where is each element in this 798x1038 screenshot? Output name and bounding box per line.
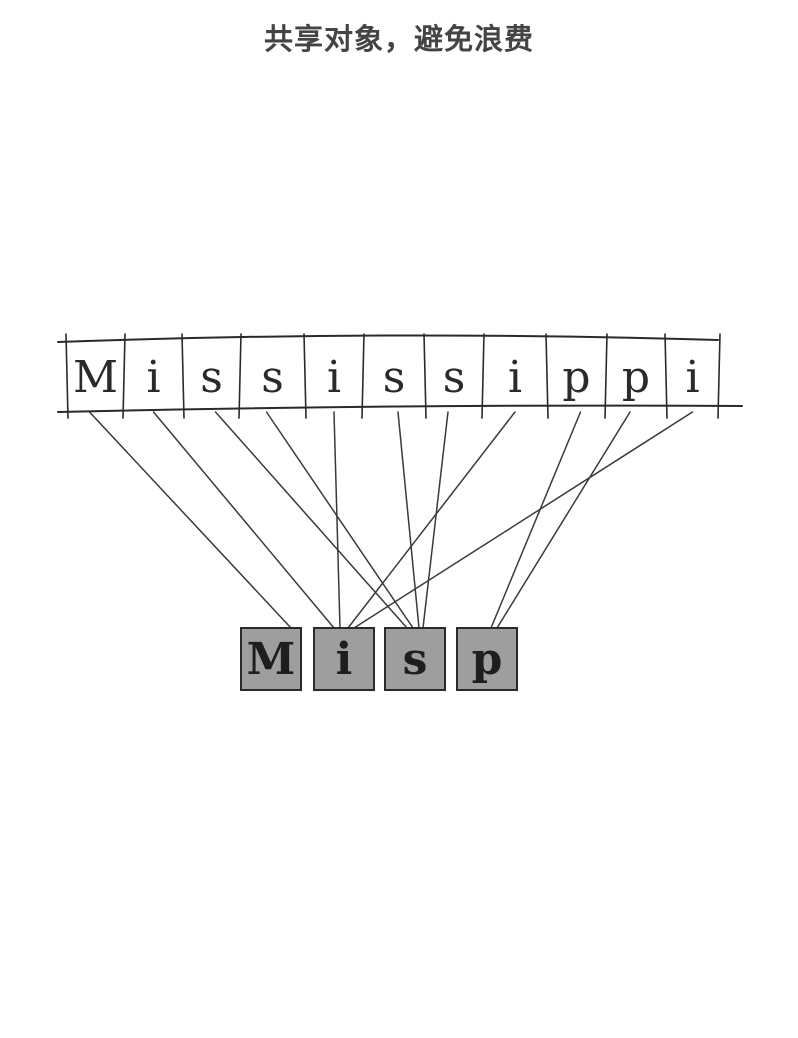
pointer-line	[496, 411, 631, 629]
shared-object-box	[456, 627, 518, 691]
string-char: i	[327, 352, 341, 403]
strip-bottom-edge	[57, 404, 743, 413]
cell-divider	[717, 333, 721, 419]
cell-divider	[664, 333, 668, 419]
string-char: s	[383, 352, 406, 403]
pointer-line	[397, 411, 420, 629]
cell-divider	[545, 333, 549, 419]
pointer-line	[152, 411, 335, 629]
shared-object-char: s	[403, 634, 428, 685]
shared-object-box	[240, 627, 302, 691]
shared-object-box	[313, 627, 375, 691]
shared-object-box	[384, 627, 446, 691]
pointer-line	[353, 411, 694, 629]
cell-divider	[481, 333, 485, 419]
shared-object-char: i	[336, 634, 353, 685]
cell-divider	[361, 333, 365, 419]
pointer-line	[265, 411, 414, 629]
cell-divider	[181, 333, 185, 419]
cell-divider	[303, 333, 307, 419]
strip-top-edge	[57, 334, 719, 343]
string-char: s	[200, 352, 223, 403]
string-char: i	[146, 352, 160, 403]
string-char: i	[685, 352, 699, 403]
shared-object-char: M	[247, 634, 296, 685]
shared-object-char: p	[472, 634, 503, 685]
pointer-line	[88, 411, 292, 629]
cell-divider	[238, 333, 242, 419]
pointer-line	[347, 411, 516, 629]
page-title: 共享对象，避免浪费	[263, 22, 534, 56]
string-char: p	[562, 352, 590, 403]
pointer-line	[422, 411, 449, 629]
string-char: i	[508, 352, 522, 403]
string-char: M	[73, 352, 118, 403]
pointer-line	[490, 411, 582, 629]
cell-divider	[423, 333, 427, 419]
pointer-lines	[88, 411, 694, 629]
string-char: p	[622, 352, 650, 403]
string-char: s	[443, 352, 466, 403]
cell-divider	[65, 333, 69, 419]
pointer-line	[333, 411, 341, 629]
cell-divider	[604, 333, 608, 419]
cell-divider	[122, 333, 126, 419]
string-char: s	[261, 352, 284, 403]
